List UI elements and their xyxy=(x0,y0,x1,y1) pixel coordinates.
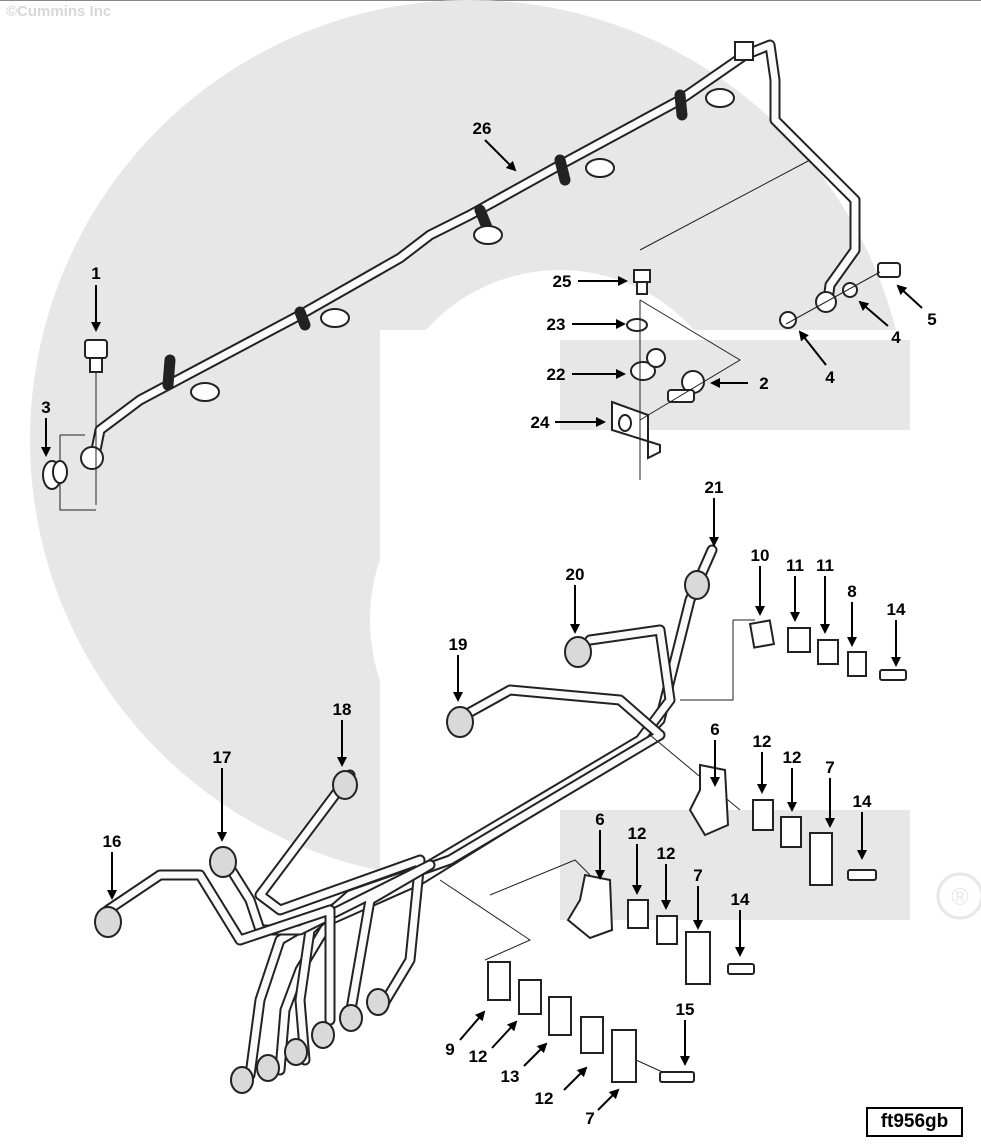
callout-2: 2 xyxy=(759,374,768,393)
callout-12a: 12 xyxy=(753,732,772,751)
callout-18: 18 xyxy=(333,700,352,719)
callout-12d: 12 xyxy=(657,844,676,863)
fuel-rail-26 xyxy=(80,39,861,470)
callout-12b: 12 xyxy=(783,748,802,767)
figure-id-box: ft956gb xyxy=(866,1107,963,1137)
callout-11b: 11 xyxy=(816,556,834,575)
callout-5: 5 xyxy=(927,310,936,329)
callout-25: 25 xyxy=(553,272,572,291)
callout-4a: 4 xyxy=(891,328,901,347)
callout-12c: 12 xyxy=(628,824,647,843)
callout-20: 20 xyxy=(566,565,585,584)
callout-1: 1 xyxy=(91,264,100,283)
watermark-logo: ® xyxy=(30,0,981,920)
callout-14b: 14 xyxy=(853,792,872,811)
watermark-registered-mark: ® xyxy=(936,872,981,920)
callout-9: 9 xyxy=(445,1040,454,1059)
callout-7b: 7 xyxy=(693,866,702,885)
callout-16: 16 xyxy=(103,832,122,851)
callout-7a: 7 xyxy=(825,758,834,777)
callout-14a: 14 xyxy=(887,600,906,619)
callout-3: 3 xyxy=(41,398,50,417)
callout-8: 8 xyxy=(847,582,856,601)
callout-12e: 12 xyxy=(469,1047,488,1066)
callout-23: 23 xyxy=(547,315,566,334)
callout-7c: 7 xyxy=(585,1109,594,1128)
callout-10: 10 xyxy=(751,546,770,565)
callout-26: 26 xyxy=(473,119,492,138)
callout-leaders xyxy=(41,139,923,1111)
callout-15: 15 xyxy=(676,1000,695,1019)
callout-19: 19 xyxy=(449,635,468,654)
callout-24: 24 xyxy=(531,413,550,432)
callout-13: 13 xyxy=(501,1067,520,1086)
injection-lines xyxy=(94,544,718,1094)
callout-labels: 1 2 3 4 4 5 6 6 7 7 7 8 9 10 11 11 12 12… xyxy=(41,119,936,1128)
callout-14c: 14 xyxy=(731,890,750,909)
callout-17: 17 xyxy=(213,748,232,767)
upper-hardware xyxy=(42,159,901,511)
callout-11a: 11 xyxy=(786,556,804,575)
callout-6b: 6 xyxy=(595,810,604,829)
callout-21: 21 xyxy=(705,478,724,497)
callout-4b: 4 xyxy=(825,368,835,387)
callout-6a: 6 xyxy=(710,720,719,739)
copyright-text: ©Cummins Inc xyxy=(6,3,112,20)
clamp-hardware xyxy=(439,619,907,1083)
callout-12f: 12 xyxy=(535,1089,554,1108)
callout-22: 22 xyxy=(547,365,566,384)
registered-mark-text: ® xyxy=(951,884,969,911)
